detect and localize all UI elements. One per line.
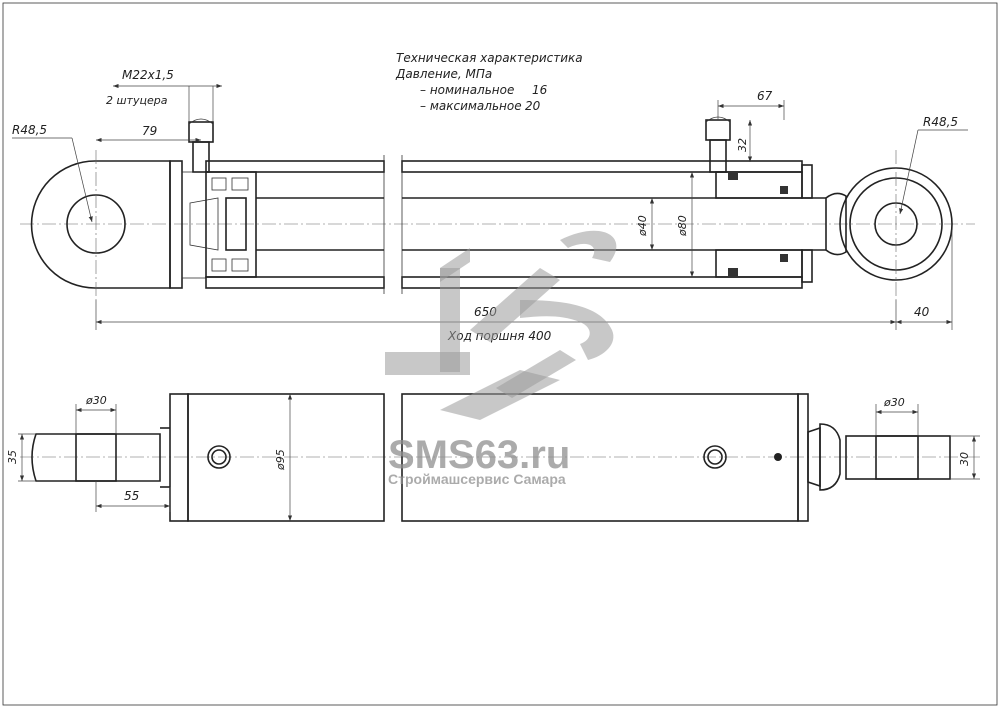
dim-32: 32: [736, 138, 749, 152]
spec-title: Техническая характеристика: [396, 51, 583, 65]
barrel-bottom-wall-2: [401, 276, 803, 289]
piston-nut: [225, 197, 247, 251]
watermark-tagline: Строймашсервис Самара: [388, 471, 566, 487]
dim-d80: ø80: [676, 215, 689, 237]
spec-note: Техническая характеристика Давление, МПа…: [395, 51, 583, 113]
rear-cap-inner: [181, 171, 207, 279]
gland-cap-bottom: [801, 249, 813, 283]
barrel-top-wall-1: [205, 160, 385, 173]
gland-seal-1: [728, 172, 738, 180]
piston-core: [189, 197, 219, 251]
exterior-dimensions: ø95 ø30 35 55 ø30 30: [6, 394, 980, 521]
dim-40-end: 40: [914, 305, 930, 319]
watermark: SMS63.ru Строймашсервис Самара: [385, 230, 617, 487]
dim-d30-left: ø30: [85, 394, 107, 407]
gland-cap-top: [801, 164, 813, 199]
rod-end-neck: [825, 192, 847, 256]
front-flange: [797, 393, 809, 522]
piston: [205, 171, 257, 278]
rear-flange: [169, 393, 189, 522]
fitting-left: [188, 121, 214, 143]
dim-d95: ø95: [274, 449, 287, 471]
watermark-brand: SMS63.ru: [388, 433, 570, 477]
fitting-right-stem: [709, 139, 727, 173]
grease-point-icon: [774, 453, 782, 461]
rod-end-side: [819, 423, 841, 491]
piston-ring-bottom: [231, 258, 249, 272]
exterior-view: [20, 393, 980, 522]
gland-seal-2: [728, 268, 738, 276]
dim-stroke: Ход поршня 400: [447, 329, 552, 343]
left-bore: [75, 433, 117, 482]
dim-79: 79: [142, 124, 157, 138]
dim-55: 55: [124, 489, 139, 503]
spec-max-label: – максимальное: [420, 99, 522, 113]
fitting-right: [705, 119, 731, 141]
piston-ring-top: [231, 177, 249, 191]
section-view: [20, 116, 975, 300]
right-bore: [875, 435, 919, 480]
watermark-logo: [385, 230, 617, 420]
port-right-icon: [703, 445, 727, 469]
right-eye-side: [845, 435, 951, 480]
piston-seal-top: [211, 177, 227, 191]
dim-r-right: R48,5: [923, 115, 958, 129]
barrel-top-wall-2: [401, 160, 803, 173]
spec-nominal-label: – номинальное: [420, 83, 514, 97]
dim-30-side: 30: [958, 452, 971, 466]
gland-seal-4: [780, 254, 788, 262]
left-eye-side: [31, 433, 161, 482]
left-eye: [30, 160, 171, 289]
spec-nominal-value: 16: [532, 83, 548, 97]
barrel-1: [187, 393, 385, 522]
dim-fittings: 2 штуцера: [106, 94, 168, 107]
dim-67: 67: [757, 89, 773, 103]
dim-r-left: R48,5: [12, 123, 47, 137]
dim-thread: M22x1,5: [122, 68, 174, 82]
dim-35: 35: [6, 450, 19, 464]
fitting-left-stem: [192, 141, 210, 173]
section-dimensions: M22x1,5 2 штуцера 79 R48,5 67 32 R48,5 ø…: [12, 68, 968, 343]
spec-max-value: 20: [525, 99, 541, 113]
spec-pressure: Давление, МПа: [395, 67, 492, 81]
barrel-bottom-wall-1: [205, 276, 385, 289]
port-left-icon: [207, 445, 231, 469]
rear-cap: [169, 160, 183, 289]
dim-d30-right: ø30: [883, 396, 905, 409]
piston-seal-bottom: [211, 258, 227, 272]
fitting-left-top: [188, 118, 214, 125]
dim-d40: ø40: [636, 215, 649, 237]
gland-seal-3: [780, 186, 788, 194]
